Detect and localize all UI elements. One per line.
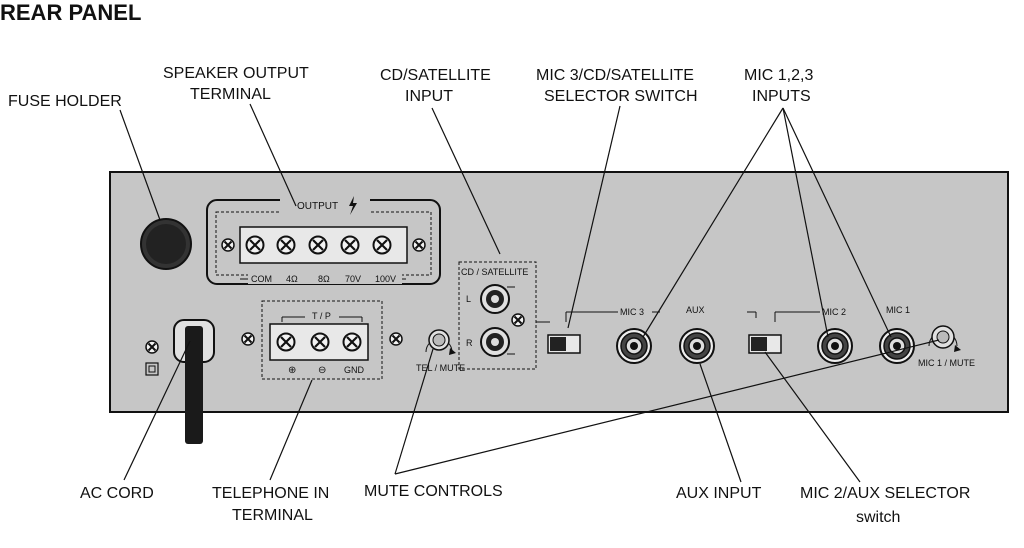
- mic1-mute-control[interactable]: [928, 325, 961, 352]
- callout-mic-inputs: INPUTS: [752, 88, 811, 105]
- page-title: REAR PANEL: [0, 0, 141, 25]
- callout-mute-controls: MUTE CONTROLS: [364, 483, 503, 500]
- callout-telephone-in: TERMINAL: [232, 507, 313, 524]
- chassis-screw-icon: [511, 313, 525, 327]
- tp-terminal-label: ⊖: [318, 365, 326, 376]
- mic1-jack[interactable]: [879, 328, 915, 364]
- terminal-label: 100V: [375, 274, 396, 284]
- telephone-terminal-screw: [276, 332, 296, 352]
- chassis-screw-icon: [145, 340, 159, 354]
- tel-mute-control[interactable]: [425, 329, 456, 355]
- callout-mic2-aux-selector: switch: [856, 509, 900, 526]
- mic2-jack[interactable]: [817, 328, 853, 364]
- telephone-terminal-screw: [342, 332, 362, 352]
- callout-aux-input: AUX INPUT: [676, 485, 762, 502]
- speaker-terminal-screw: [245, 235, 265, 255]
- speaker-terminal-screw: [308, 235, 328, 255]
- callout-fuse-holder: FUSE HOLDER: [8, 93, 122, 110]
- cd-satellite-input-block: CD / SATELLITE L R: [458, 261, 537, 370]
- terminal-label: COM: [251, 274, 272, 284]
- fuse-holder: [140, 218, 192, 270]
- aux-jack[interactable]: [679, 328, 715, 364]
- tp-label: T / P: [312, 311, 331, 321]
- tp-terminal-label: GND: [344, 365, 365, 375]
- cd-satellite-box-label: CD / SATELLITE: [461, 267, 528, 277]
- callout-speaker-output: TERMINAL: [190, 86, 271, 103]
- cd-right-label: R: [466, 338, 473, 348]
- cd-left-label: L: [466, 294, 471, 304]
- terminal-label: 70V: [345, 274, 361, 284]
- double-insulation-icon: [145, 362, 159, 376]
- mic2-label: MIC 2: [822, 307, 846, 317]
- callout-selector-switch: SELECTOR SWITCH: [544, 88, 698, 105]
- callout-mic-inputs: MIC 1,2,3: [744, 67, 813, 84]
- chassis-screw-icon: [389, 332, 403, 346]
- mount-screw-icon: [412, 238, 426, 252]
- mic2-aux-selector-switch[interactable]: [747, 311, 782, 354]
- mic3-label: MIC 3: [620, 307, 644, 317]
- tp-terminal-label: ⊕: [288, 365, 296, 376]
- ac-cord: [173, 319, 215, 444]
- tel-mute-label: TEL / MUTE: [416, 363, 465, 373]
- mount-screw-icon: [221, 238, 235, 252]
- callout-mic2-aux-selector: MIC 2/AUX SELECTOR: [800, 485, 970, 502]
- leader-lines: [119, 103, 940, 483]
- telephone-terminal-block: T / P ⊕ ⊖ GND: [261, 300, 383, 380]
- output-label: OUTPUT: [297, 201, 338, 212]
- mic1-mute-label: MIC 1 / MUTE: [918, 358, 975, 368]
- callout-ac-cord: AC CORD: [80, 485, 154, 502]
- telephone-terminal-screw: [310, 332, 330, 352]
- terminal-label: 8Ω: [318, 274, 330, 284]
- speaker-output-block: OUTPUT COM 4Ω 8Ω 70V 100V: [206, 196, 441, 285]
- callout-cd-satellite-input: INPUT: [405, 88, 453, 105]
- callout-selector-switch: MIC 3/CD/SATELLITE: [536, 67, 694, 84]
- speaker-terminal-screw: [372, 235, 392, 255]
- callout-speaker-output: SPEAKER OUTPUT: [163, 65, 309, 82]
- callout-cd-satellite-input: CD/SATELLITE: [380, 67, 491, 84]
- speaker-terminal-screw: [276, 235, 296, 255]
- callout-telephone-in: TELEPHONE IN: [212, 485, 329, 502]
- aux-label: AUX: [686, 305, 705, 315]
- chassis-screw-icon: [241, 332, 255, 346]
- mic3-jack[interactable]: [616, 328, 652, 364]
- lightning-icon: [349, 196, 357, 215]
- speaker-terminal-screw: [340, 235, 360, 255]
- mic3-cd-selector-switch[interactable]: [536, 321, 581, 354]
- mic1-label: MIC 1: [886, 305, 910, 315]
- terminal-label: 4Ω: [286, 274, 298, 284]
